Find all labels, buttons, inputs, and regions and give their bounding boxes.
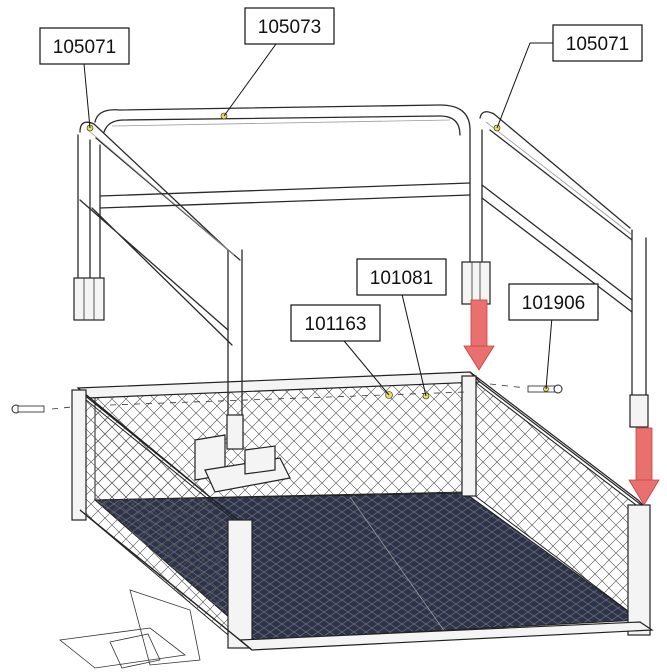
pin-left xyxy=(11,404,73,414)
callout-101906: 101906 xyxy=(508,283,599,321)
callout-label: 105073 xyxy=(258,17,321,38)
right-side-rail xyxy=(461,111,649,428)
tow-bar xyxy=(59,627,186,669)
jack-block xyxy=(194,434,291,493)
callout-105073: 105073 xyxy=(244,7,335,45)
callout-label: 101163 xyxy=(305,314,367,335)
insert-arrow-right xyxy=(628,427,660,506)
leader-lines xyxy=(83,42,553,397)
insert-arrow-center xyxy=(463,299,495,371)
callout-label: 105071 xyxy=(53,37,116,58)
left-side-rail xyxy=(73,121,244,450)
front-right-post xyxy=(627,504,651,636)
pin-right xyxy=(489,383,563,394)
trailer-bed xyxy=(59,371,654,669)
callout-label: 101906 xyxy=(522,293,585,314)
callout-101081: 101081 xyxy=(356,258,447,296)
callout-101163: 101163 xyxy=(290,304,381,342)
callout-label: 101081 xyxy=(370,268,433,289)
axle-bracket xyxy=(129,589,201,666)
front-left-post xyxy=(227,519,253,649)
rear-top-rail xyxy=(94,104,471,209)
callout-105071-right: 105071 xyxy=(552,24,643,62)
callout-label: 105071 xyxy=(566,34,629,55)
callout-105071-left: 105071 xyxy=(39,27,130,65)
